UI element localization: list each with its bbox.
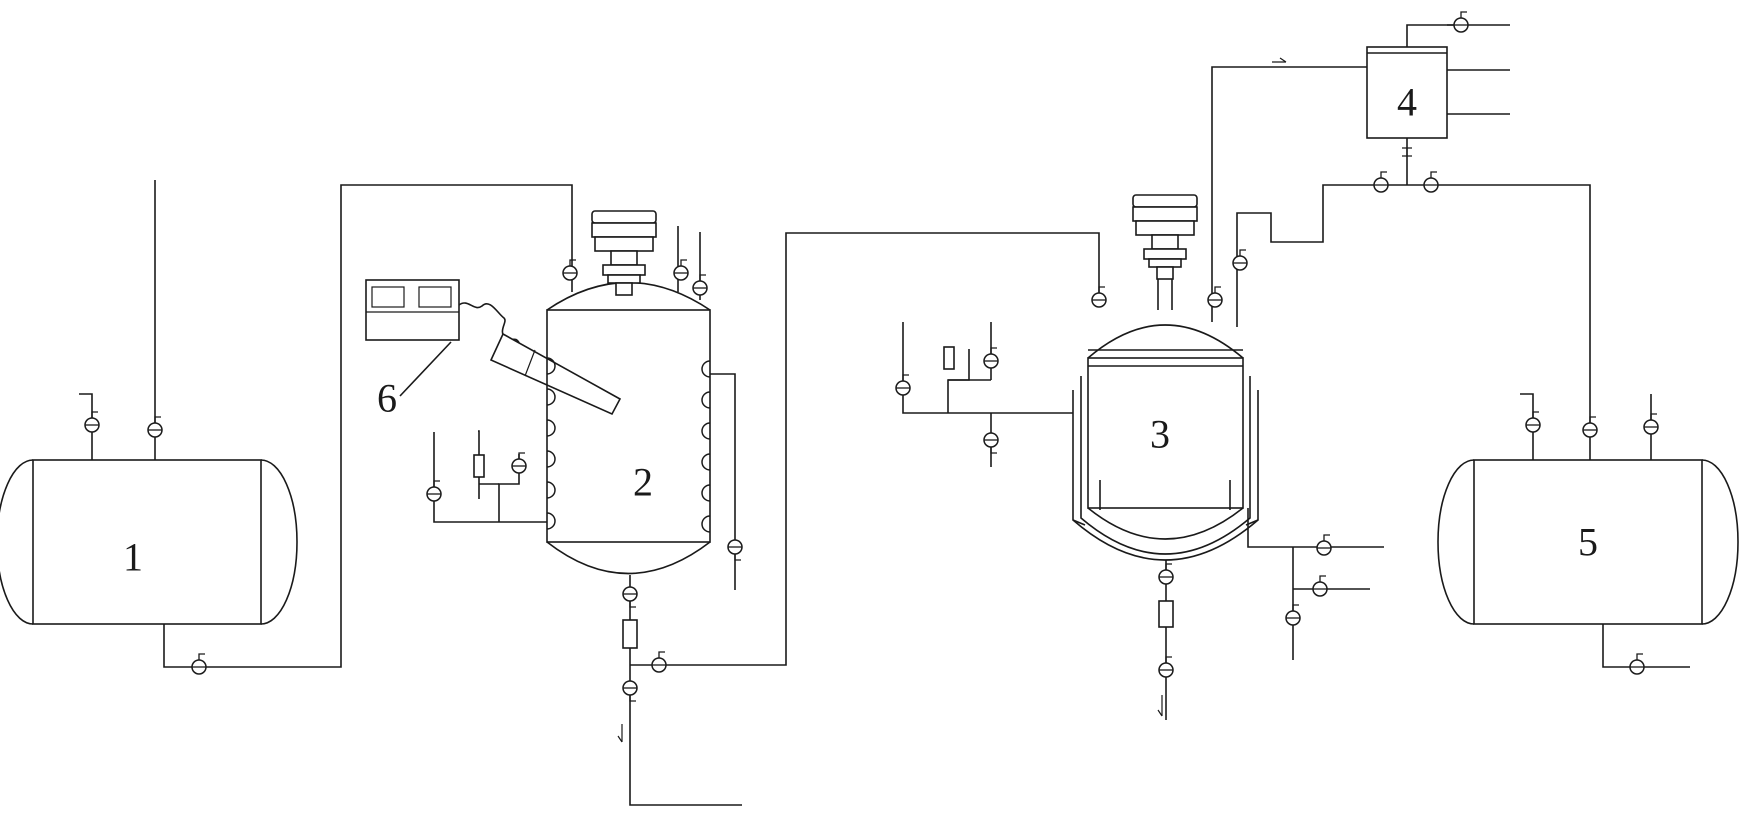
tank-1-label: 1 — [123, 535, 143, 580]
flow-arrow-4 — [1272, 57, 1287, 63]
tank-1-valves[interactable] — [84, 411, 207, 675]
reactor-3-motor — [1132, 194, 1198, 310]
reactor-2-piping — [433, 226, 1100, 806]
sight-glass-2 — [622, 619, 638, 649]
controller-6-label: 6 — [377, 376, 397, 421]
condenser-4-label: 4 — [1397, 80, 1417, 125]
flow-arrow-2 — [617, 724, 623, 743]
reactor-2-motor — [591, 210, 657, 296]
storage-tank-1: 1 — [0, 459, 298, 625]
reactor-3-valves[interactable] — [895, 249, 1332, 678]
tank-5-piping — [1520, 393, 1690, 668]
reactor-3: 3 — [1072, 324, 1259, 561]
probe — [489, 332, 622, 416]
filter-3 — [943, 346, 955, 370]
reactor-2: 2 — [546, 281, 711, 575]
filter-2 — [473, 454, 485, 478]
storage-tank-5: 5 — [1437, 459, 1739, 625]
controller-6: 6 — [365, 279, 521, 421]
reactor-3-piping — [902, 66, 1591, 720]
condenser-4: 4 — [1366, 46, 1448, 139]
sight-glass-3 — [1158, 600, 1174, 628]
reactor-2-valves[interactable] — [426, 259, 743, 702]
reactor-3-label: 3 — [1150, 412, 1170, 457]
tank-5-label: 5 — [1578, 520, 1598, 565]
flow-arrow-3 — [1157, 695, 1163, 717]
tank-1-piping — [79, 180, 573, 668]
reactor-2-label: 2 — [633, 460, 653, 505]
